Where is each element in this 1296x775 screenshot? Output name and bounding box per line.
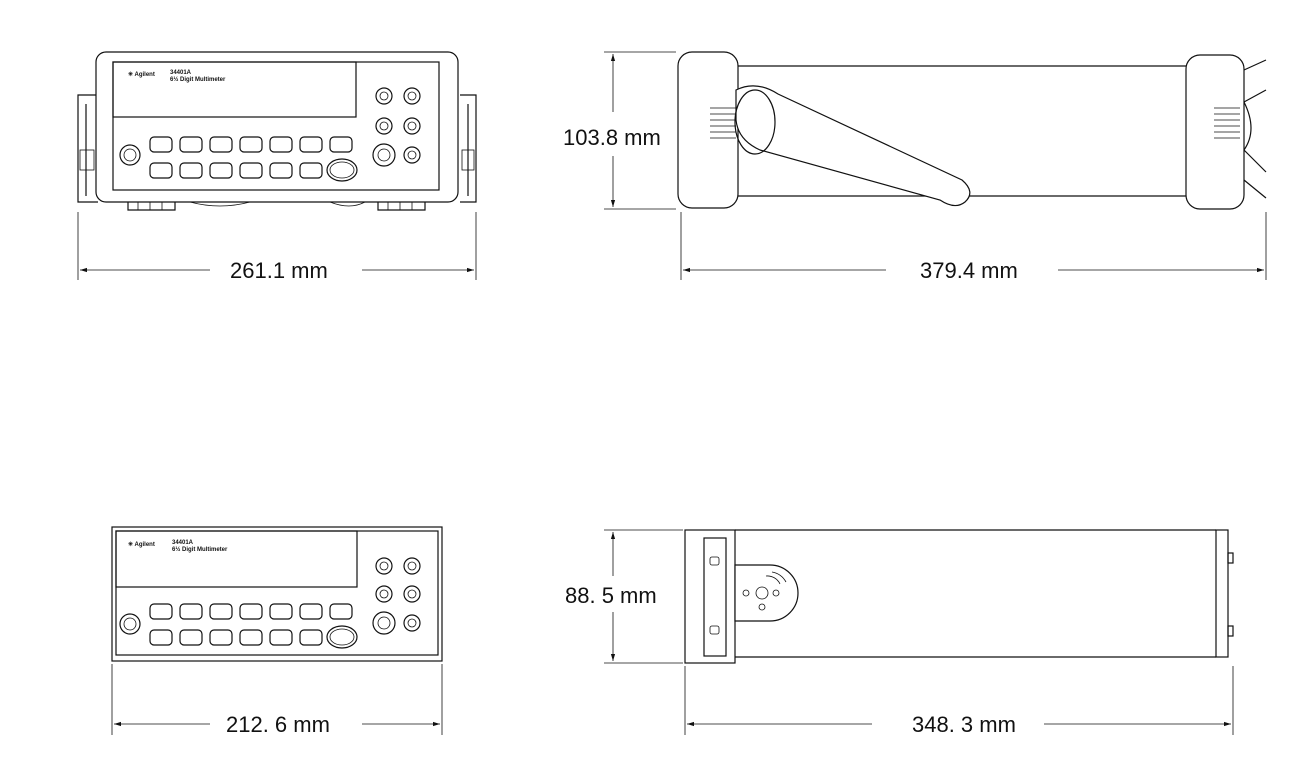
keypad xyxy=(149,603,358,649)
keypad-button xyxy=(149,603,173,620)
subtitle-text: 6½ Digit Multimeter xyxy=(170,76,226,83)
brand-text: Agilent xyxy=(134,72,154,78)
power-button-inner xyxy=(329,161,355,179)
keypad-button xyxy=(149,162,173,179)
height-label-side-handle: 103.8 mm xyxy=(563,125,661,150)
keypad-button xyxy=(299,162,323,179)
power-button xyxy=(326,625,358,649)
power-button-inner xyxy=(329,628,355,646)
keypad-button xyxy=(209,629,233,646)
keypad-button xyxy=(329,603,353,620)
svg-text:✳ Agilent: ✳ Agilent xyxy=(128,541,155,548)
keypad xyxy=(149,136,358,182)
keypad-button xyxy=(179,629,203,646)
keypad-button xyxy=(239,629,263,646)
power-button xyxy=(326,158,358,182)
keypad-button xyxy=(269,162,293,179)
keypad-button xyxy=(299,603,323,620)
keypad-button xyxy=(149,629,173,646)
keypad-button xyxy=(269,629,293,646)
keypad-button xyxy=(179,603,203,620)
keypad-button xyxy=(269,136,293,153)
brand-text: Agilent xyxy=(134,542,154,548)
model-text: 34401A xyxy=(172,540,194,546)
side-view-no-handle: 88. 5 mm 348. 3 mm xyxy=(565,529,1234,737)
keypad-button xyxy=(269,603,293,620)
width-label-front-handle: 261.1 mm xyxy=(230,258,328,283)
keypad-button xyxy=(329,136,353,153)
keypad-button xyxy=(179,162,203,179)
width-label-side-handle: 379.4 mm xyxy=(920,258,1018,283)
front-view-no-handle: ✳ Agilent 34401A 6½ Digit Multimeter 212… xyxy=(111,526,443,737)
front-view-with-handle: ✳ Agilent 34401A 6½ Digit Multimeter 261… xyxy=(77,51,477,283)
width-label-side-no-handle: 348. 3 mm xyxy=(912,712,1016,737)
keypad-button xyxy=(149,136,173,153)
keypad-button xyxy=(179,136,203,153)
keypad-button xyxy=(209,162,233,179)
side-view-with-handle: 103.8 mm 379.4 mm xyxy=(563,51,1267,283)
keypad-button xyxy=(209,603,233,620)
subtitle-text: 6½ Digit Multimeter xyxy=(172,546,228,553)
keypad-button xyxy=(299,629,323,646)
keypad-button xyxy=(209,136,233,153)
keypad-button xyxy=(299,136,323,153)
keypad-button xyxy=(239,162,263,179)
input-terminals xyxy=(372,87,421,167)
keypad-button xyxy=(239,603,263,620)
input-terminals xyxy=(372,557,421,635)
keypad-button xyxy=(239,136,263,153)
width-label-front-no-handle: 212. 6 mm xyxy=(226,712,330,737)
model-text: 34401A xyxy=(170,70,192,76)
svg-text:✳ Agilent: ✳ Agilent xyxy=(128,71,155,78)
height-label-side-no-handle: 88. 5 mm xyxy=(565,583,657,608)
